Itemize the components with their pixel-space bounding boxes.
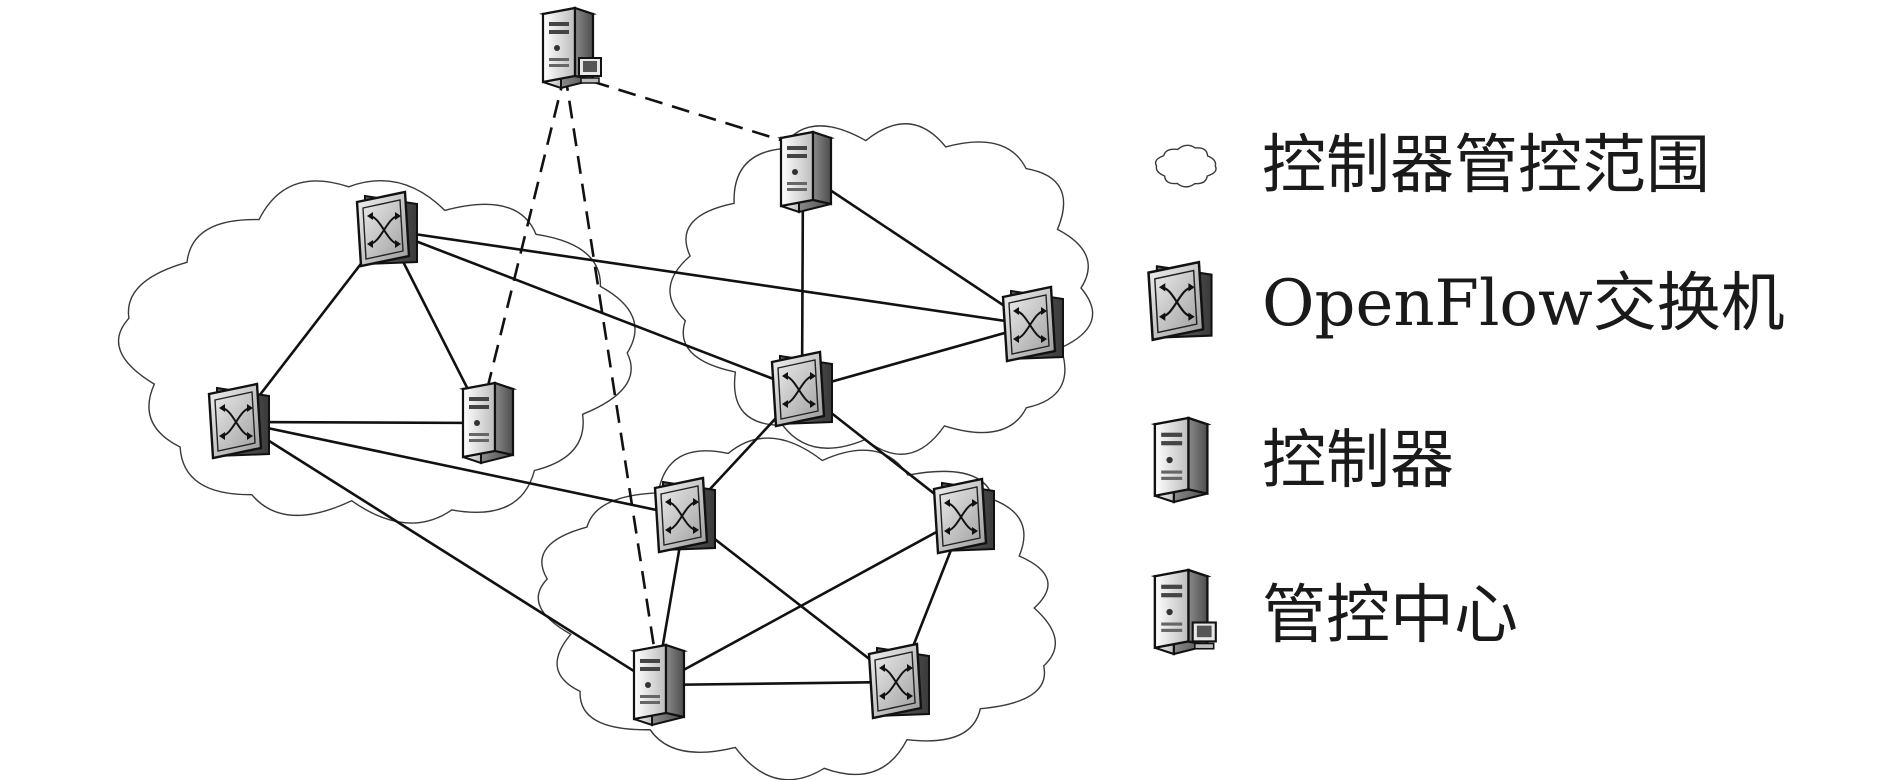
legend-label-controller-scope: 控制器管控范围 (1262, 129, 1710, 203)
openflow-switch-s5 (653, 476, 716, 554)
link-s2-c3 (238, 420, 657, 687)
link-s5-s7 (684, 514, 900, 684)
legend: 控制器管控范围 OpenFlow交换机 控制器 管控中心 (1147, 129, 1785, 656)
openflow-switch-s1 (355, 190, 418, 268)
link-c1-s3 (802, 170, 1034, 327)
legend-label-openflow-switch: OpenFlow交换机 (1262, 267, 1785, 341)
openflow-switch-s3 (1001, 285, 1064, 363)
link-s4-s3 (801, 323, 1034, 392)
management-center-icon (1150, 568, 1217, 656)
link-s1-s4 (386, 228, 803, 392)
legend-management-glyph (1150, 568, 1217, 656)
controller-c1 (777, 130, 835, 214)
controller-c3 (630, 643, 688, 727)
openflow-switch-s7 (867, 642, 930, 720)
network-nodes (207, 6, 1064, 727)
openflow-switch-icon (1147, 260, 1213, 342)
link-s1-s3 (386, 228, 1034, 327)
legend-controller-glyph (1150, 416, 1212, 504)
upper-right-domain-cloud (669, 123, 1094, 455)
openflow-switch-s2 (207, 382, 270, 460)
openflow-switch-s6 (932, 477, 995, 555)
link-s2-c2 (238, 420, 486, 425)
openflow-switch-s4 (770, 350, 833, 428)
link-s6-c3 (655, 515, 965, 687)
legend-switch-glyph (1147, 260, 1213, 342)
cloud-icon (1154, 144, 1217, 188)
control-link-mgmt-c3 (563, 72, 658, 661)
management-center (539, 6, 602, 90)
controller-c2 (459, 381, 517, 465)
controller-server-icon (1150, 416, 1212, 504)
control-link-mgmt-c1 (564, 71, 804, 149)
link-c3-s7 (655, 680, 900, 687)
link-s2-s5 (238, 420, 686, 518)
network-links (237, 71, 1034, 687)
legend-label-controller: 控制器 (1262, 424, 1454, 498)
legend-label-management-center: 管控中心 (1262, 579, 1518, 653)
